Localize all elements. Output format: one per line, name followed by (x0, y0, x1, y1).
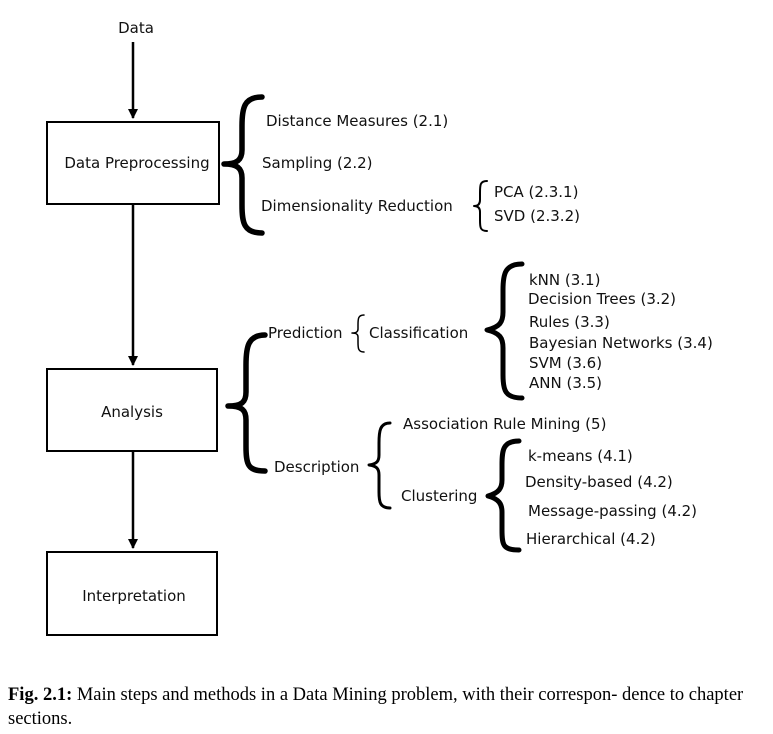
caption-text: Main steps and methods in a Data Mining … (8, 685, 744, 729)
distance-measures-label: Distance Measures (2.1) (266, 112, 448, 130)
classification-label: Classification (369, 324, 468, 342)
data-mining-diagram: Data Data Preprocessing Analysis Interpr… (46, 19, 713, 636)
dim-reduction-brace (473, 180, 488, 232)
clustering-brace (485, 438, 522, 553)
clustering-label: Clustering (401, 487, 477, 505)
interpretation-step: Interpretation (46, 551, 218, 636)
knn-label: kNN (3.1) (529, 271, 600, 289)
preprocessing-box (46, 121, 220, 205)
prediction-label: Prediction (268, 324, 343, 342)
ann-label: ANN (3.5) (529, 374, 602, 392)
svd-label: SVD (2.3.2) (494, 207, 580, 225)
decision-trees-label: Decision Trees (3.2) (528, 290, 676, 308)
message-passing-label: Message-passing (4.2) (528, 502, 697, 520)
association-rule-mining-label: Association Rule Mining (5) (403, 415, 606, 433)
preprocessing-brace (221, 94, 265, 236)
density-based-label: Density-based (4.2) (525, 473, 673, 491)
description-brace (367, 421, 392, 510)
analysis-label: Analysis (101, 403, 163, 421)
data-input-label: Data (118, 19, 154, 37)
pca-label: PCA (2.3.1) (494, 183, 578, 201)
classification-brace (484, 261, 525, 401)
sampling-label: Sampling (2.2) (262, 154, 373, 172)
prediction-brace (351, 314, 365, 353)
kmeans-label: k-means (4.1) (528, 447, 633, 465)
preprocessing-step: Data Preprocessing (46, 121, 220, 205)
interpretation-label: Interpretation (82, 587, 186, 605)
bayesian-networks-label: Bayesian Networks (3.4) (529, 334, 713, 352)
analysis-brace (225, 332, 268, 474)
rules-label: Rules (3.3) (529, 313, 610, 331)
analysis-step: Analysis (46, 368, 218, 452)
dimensionality-reduction-label: Dimensionality Reduction (261, 197, 453, 215)
figure-caption: Fig. 2.1: Main steps and methods in a Da… (8, 683, 765, 731)
caption-label: Fig. 2.1: (8, 685, 73, 705)
hierarchical-label: Hierarchical (4.2) (526, 530, 656, 548)
description-label: Description (274, 458, 359, 476)
analysis-box (46, 368, 218, 452)
preprocessing-label: Data Preprocessing (64, 154, 209, 172)
svm-label: SVM (3.6) (529, 354, 602, 372)
interpretation-box (46, 551, 218, 636)
